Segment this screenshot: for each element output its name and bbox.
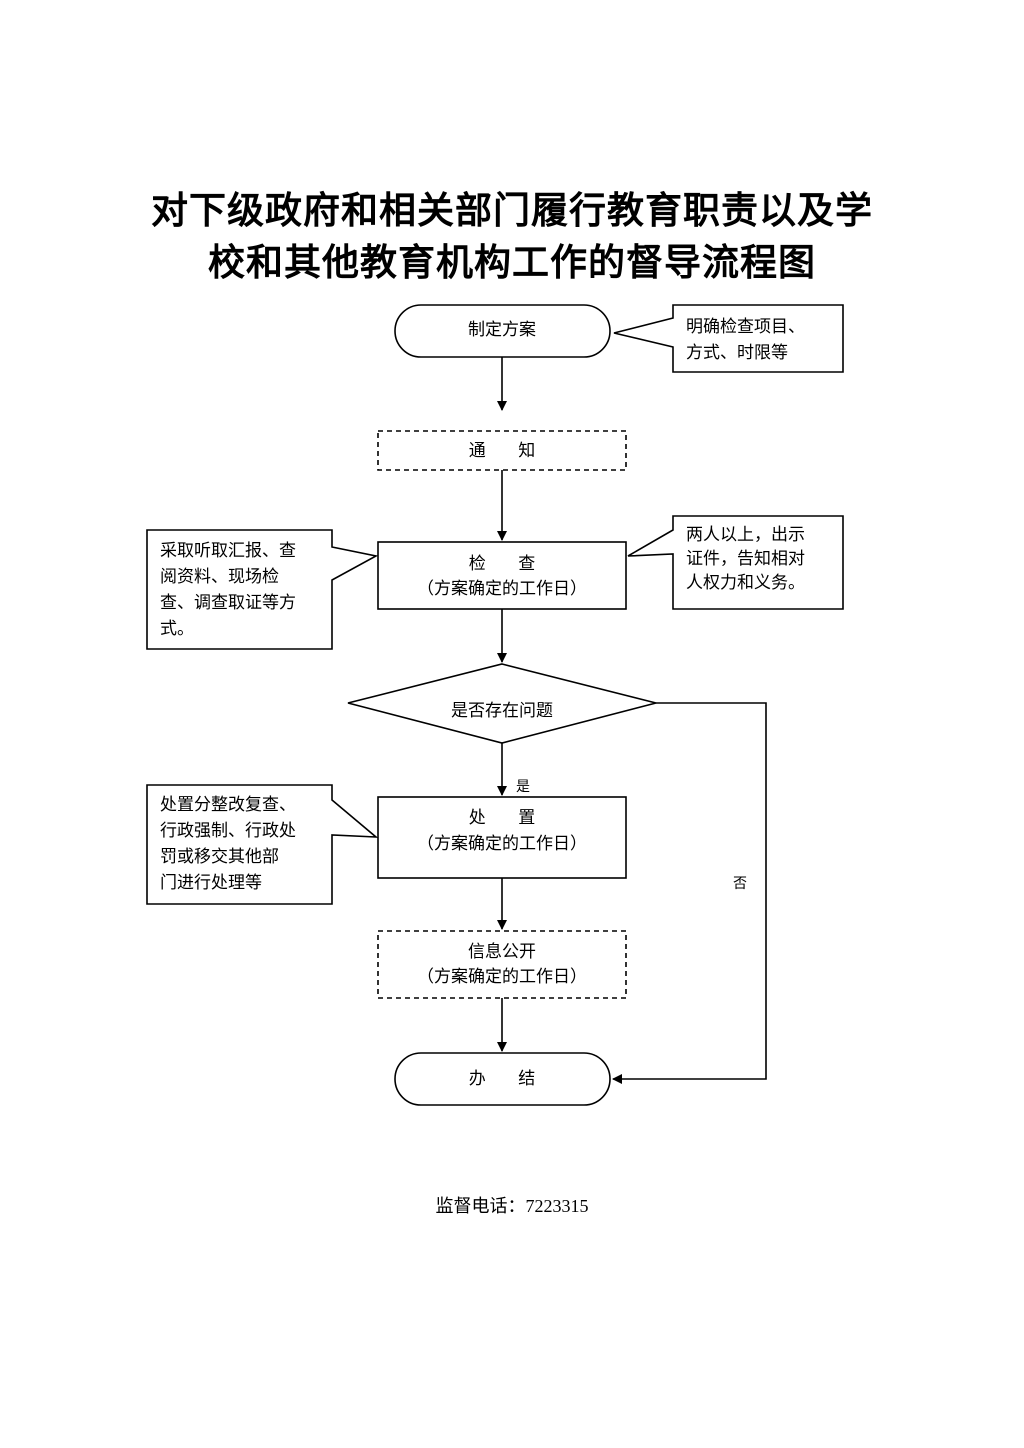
inspect-left-line-2: 阅资料、现场检 xyxy=(160,567,279,587)
node-inspect: 检 查 （方案确定的工作日） xyxy=(377,541,627,610)
node-handle-label: 处 置 xyxy=(469,808,535,828)
page-title-line-2: 校和其他教育机构工作的督导流程图 xyxy=(208,240,816,284)
edge-decision-no-to-finish xyxy=(612,702,767,1084)
node-publish: 信息公开 （方案确定的工作日） xyxy=(377,930,627,999)
callout-plan-note: 明确检查项目、 方式、时限等 xyxy=(613,304,844,373)
inspect-right-line-3: 人权力和义务。 xyxy=(686,573,805,593)
inspect-left-line-1: 采取听取汇报、查 xyxy=(160,541,296,561)
node-plan: 制定方案 xyxy=(394,304,611,358)
node-decision-label: 是否存在问题 xyxy=(451,701,553,721)
callout-inspect-left: 采取听取汇报、查 阅资料、现场检 查、调查取证等方 式。 xyxy=(146,529,379,650)
inspect-left-line-4: 式。 xyxy=(160,619,194,639)
footer-phone: 监督电话：7223315 xyxy=(0,1192,1024,1218)
inspect-right-line-2: 证件，告知相对 xyxy=(686,549,805,569)
node-notify-label: 通 知 xyxy=(469,441,535,461)
connectors xyxy=(497,357,767,1084)
plan-note-line-2: 方式、时限等 xyxy=(686,343,788,363)
footer-phone-label: 监督电话： xyxy=(435,1196,526,1216)
node-finish: 办 结 xyxy=(394,1052,611,1106)
node-publish-sub: （方案确定的工作日） xyxy=(417,967,587,987)
node-decision: 是否存在问题 xyxy=(347,663,657,744)
page-title-line-1: 对下级政府和相关部门履行教育职责以及学 xyxy=(151,188,873,232)
node-publish-label: 信息公开 xyxy=(468,942,536,962)
node-handle: 处 置 （方案确定的工作日） xyxy=(377,796,627,879)
node-notify: 通 知 xyxy=(377,430,627,471)
node-inspect-sub: （方案确定的工作日） xyxy=(417,579,587,599)
callout-inspect-right: 两人以上，出示 证件，告知相对 人权力和义务。 xyxy=(627,515,844,610)
node-finish-label: 办 结 xyxy=(469,1069,535,1089)
inspect-right-line-1: 两人以上，出示 xyxy=(686,525,805,545)
handle-left-line-2: 行政强制、行政处 xyxy=(160,821,296,841)
handle-left-line-4: 门进行处理等 xyxy=(160,873,262,893)
node-inspect-label: 检 查 xyxy=(469,554,535,574)
handle-left-line-1: 处置分整改复查、 xyxy=(160,795,296,815)
node-handle-sub: （方案确定的工作日） xyxy=(417,834,587,854)
edge-label-no: 否 xyxy=(733,876,747,892)
node-plan-label: 制定方案 xyxy=(468,320,536,340)
edge-label-yes: 是 xyxy=(516,779,530,795)
handle-left-line-3: 罚或移交其他部 xyxy=(160,847,279,867)
plan-note-line-1: 明确检查项目、 xyxy=(686,317,805,337)
inspect-left-line-3: 查、调查取证等方 xyxy=(160,593,296,613)
footer-phone-number: 7223315 xyxy=(525,1196,589,1216)
callout-handle-left: 处置分整改复查、 行政强制、行政处 罚或移交其他部 门进行处理等 xyxy=(146,784,379,905)
